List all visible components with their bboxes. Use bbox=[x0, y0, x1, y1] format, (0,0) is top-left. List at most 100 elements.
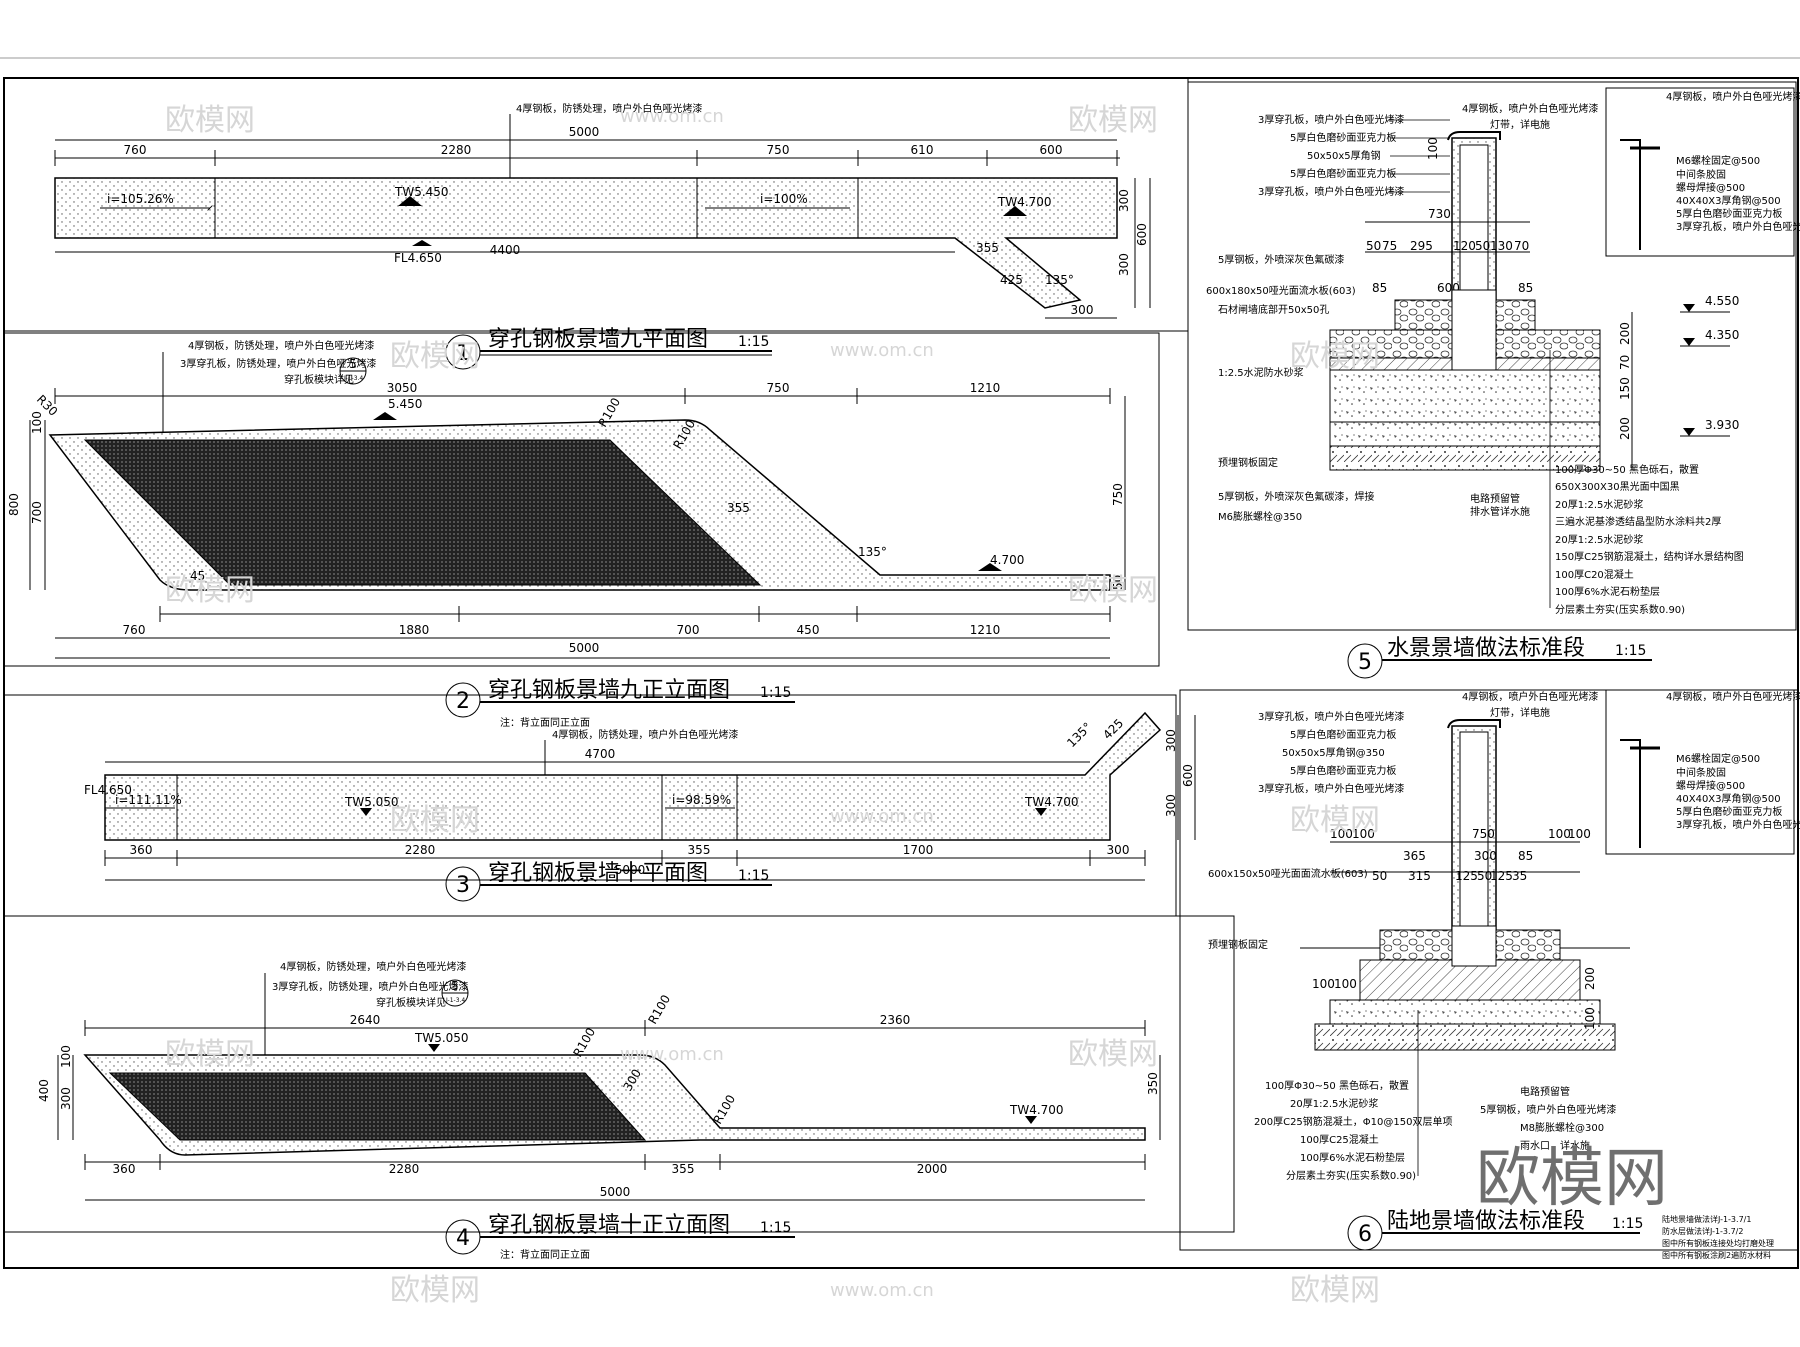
d4-dim-bottom-4: 2000 bbox=[917, 1162, 948, 1176]
watermark-site-5: www.om.cn bbox=[830, 1280, 934, 1301]
d2-dim-top-1: 3050 bbox=[387, 381, 418, 395]
d1-num: 1 bbox=[456, 341, 470, 366]
d6-mid-note-3: M8膨胀螺栓@300 bbox=[1520, 1121, 1604, 1134]
d5-vdim-1: 200 bbox=[1618, 322, 1632, 345]
d1-dim-top-1: 760 bbox=[124, 143, 147, 157]
drawing-1-plan-wall-9: 760 2280 750 610 600 5000 4厚钢板，防锈处理，喷户外白… bbox=[54, 102, 1151, 370]
d1-scale: 1:15 bbox=[738, 334, 769, 350]
d4-dim-top-1: 2640 bbox=[350, 1013, 381, 1027]
d6-bottom-note-3: 200厚C25钢筋混凝土，Φ10@150双层单项 bbox=[1254, 1115, 1452, 1128]
d1-slope-2: i=100% bbox=[760, 192, 808, 206]
d6-mid-note-1: 电路预留管 bbox=[1520, 1085, 1570, 1098]
d4-dim-bottom-3: 355 bbox=[672, 1162, 695, 1176]
d5-dim-85a: 85 bbox=[1372, 281, 1387, 295]
d6-left-note-7: 预埋钢板固定 bbox=[1208, 938, 1268, 951]
d2-dim-left-1: 100 bbox=[30, 411, 44, 434]
d1-angle: 135° bbox=[1045, 273, 1074, 287]
d4-num: 4 bbox=[456, 1226, 470, 1251]
d5-bottom-note-6: 150厚C25钢筋混凝土，结构详水景结构图 bbox=[1555, 550, 1744, 563]
d6-box-note-5: 40X40X3厚角钢@500 bbox=[1676, 792, 1781, 805]
watermark-brand-10: 欧模网 bbox=[1068, 1037, 1158, 1072]
d1-tw-1: TW5.450 bbox=[394, 185, 449, 199]
d6-box-note-2: M6螺栓固定@500 bbox=[1676, 752, 1760, 765]
d5-bottom-note-2: 650X300X30黑光面中国黑 bbox=[1555, 480, 1680, 493]
d5-left-note-7: 600x180x50哑光面流水板(603) bbox=[1206, 284, 1356, 297]
d1-note: 4厚钢板，防锈处理，喷户外白色哑光烤漆 bbox=[516, 102, 702, 115]
d2-dim-bottom-1: 760 bbox=[123, 623, 146, 637]
d6-mid-note-2: 5厚钢板，喷户外白色哑光烤漆 bbox=[1480, 1103, 1616, 1116]
d6-top-note-1: 4厚钢板，喷户外白色哑光烤漆 bbox=[1462, 690, 1598, 703]
big-brand-logo: 欧模网 bbox=[1476, 1142, 1668, 1216]
d1-slope-1: i=105.26% bbox=[107, 192, 174, 206]
d5-vdim-2: 70 bbox=[1618, 355, 1632, 370]
d2-num: 2 bbox=[456, 689, 470, 714]
d5-dim-75: 75 bbox=[1382, 239, 1397, 253]
d6-title: 陆地景墙做法标准段 bbox=[1387, 1209, 1585, 1234]
d3-dim-bottom-3: 355 bbox=[688, 843, 711, 857]
d1-fl: FL4.650 bbox=[394, 251, 442, 265]
footer-note-1: 陆地景墙做法详J-1-3.7/1 bbox=[1662, 1214, 1751, 1224]
d5-box-note-6: 5厚白色磨砂面亚克力板 bbox=[1676, 207, 1782, 220]
d1-dim-425: 425 bbox=[1000, 273, 1023, 287]
d2-dim-top-3: 1210 bbox=[970, 381, 1001, 395]
d5-left-note-11: 5厚钢板，外喷深灰色氟碳漆，焊接 bbox=[1218, 490, 1374, 503]
d5-level-1: 4.550 bbox=[1705, 294, 1739, 308]
d4-callout-num: 5 bbox=[451, 979, 459, 993]
d5-left-note-5: 3厚穿孔板，喷户外白色哑光烤漆 bbox=[1258, 185, 1404, 198]
watermark-site-4: www.om.cn bbox=[620, 1044, 724, 1065]
d4-dim-bottom-2: 2280 bbox=[389, 1162, 420, 1176]
d2-note-3: 穿孔板模块详见 bbox=[284, 373, 354, 386]
d2-dim-bottom-2: 1880 bbox=[399, 623, 430, 637]
watermark-site-2: www.om.cn bbox=[830, 340, 934, 361]
d6-vdim-3: 200 bbox=[1583, 967, 1597, 990]
d5-left-note-3: 50x50x5厚角钢 bbox=[1307, 149, 1381, 162]
d5-dim-85b: 85 bbox=[1518, 281, 1533, 295]
d4-note-3: 穿孔板模块详见 bbox=[376, 996, 446, 1009]
d1-dim-top-4: 610 bbox=[911, 143, 934, 157]
d6-left-note-2: 5厚白色磨砂面亚克力板 bbox=[1290, 728, 1396, 741]
d5-left-note-4: 5厚白色磨砂面亚克力板 bbox=[1290, 167, 1396, 180]
d2-callout-num: 5 bbox=[349, 357, 357, 371]
d2-scale: 1:15 bbox=[760, 685, 791, 701]
d1-dim-total: 5000 bbox=[569, 125, 600, 139]
d5-mid-note-2: 排水管详水施 bbox=[1470, 505, 1530, 518]
drawing-6-land-wall-section: 3厚穿孔板，喷户外白色哑光烤漆 5厚白色磨砂面亚克力板 50x50x5厚角钢@3… bbox=[1208, 689, 1800, 1260]
watermark-site-3: www.om.cn bbox=[830, 806, 934, 827]
d5-dim-100: 100 bbox=[1426, 137, 1440, 160]
d4-scale: 1:15 bbox=[760, 1220, 791, 1236]
watermark-brand-1: 欧模网 bbox=[165, 103, 255, 138]
d3-angle: 135° bbox=[1064, 720, 1094, 750]
d5-bottom-note-5: 20厚1:2.5水泥砂浆 bbox=[1555, 533, 1643, 546]
d4-note-1: 4厚钢板，防锈处理，喷户外白色哑光烤漆 bbox=[280, 960, 466, 973]
d4-dim-bottom-1: 360 bbox=[113, 1162, 136, 1176]
d5-level-3: 3.930 bbox=[1705, 418, 1739, 432]
d5-dim-70: 70 bbox=[1514, 239, 1529, 253]
d5-box-note-4: 螺母焊接@500 bbox=[1676, 181, 1745, 194]
d6-left-note-1: 3厚穿孔板，喷户外白色哑光烤漆 bbox=[1258, 710, 1404, 723]
d3-slope-1: i=111.11% bbox=[115, 793, 182, 807]
d6-bottom-note-6: 分层素土夯实(压实系数0.90) bbox=[1286, 1169, 1416, 1182]
d5-dim-295: 295 bbox=[1410, 239, 1433, 253]
d2-note-1: 4厚钢板，防锈处理，喷户外白色哑光烤漆 bbox=[188, 339, 374, 352]
d2-level-1: 5.450 bbox=[388, 397, 422, 411]
drawing-4-elevation-wall-10: 4厚钢板，防锈处理，喷户外白色哑光烤漆 3厚穿孔板，防锈处理，喷户外白色哑光烤漆… bbox=[37, 960, 1161, 1261]
d3-fl: FL4.650 bbox=[84, 783, 132, 797]
d5-box-note-7: 3厚穿孔板，喷户外白色哑光烤漆 bbox=[1676, 220, 1800, 233]
d3-scale: 1:15 bbox=[738, 868, 769, 884]
d6-dim-9: 50 bbox=[1477, 869, 1492, 883]
d2-dim-bottom-4: 450 bbox=[797, 623, 820, 637]
d2-title: 穿孔钢板景墙九正立面图 bbox=[488, 678, 730, 703]
d3-num: 3 bbox=[456, 873, 470, 898]
d5-vdim-3: 150 bbox=[1618, 377, 1632, 400]
d5-box-note-5: 40X40X3厚角钢@500 bbox=[1676, 194, 1781, 207]
d6-bottom-note-2: 20厚1:2.5水泥砂浆 bbox=[1290, 1097, 1378, 1110]
d6-num: 6 bbox=[1358, 1222, 1372, 1247]
d2-remark: 注：背立面同正立面 bbox=[500, 716, 590, 729]
footer-note-4: 图中所有钢板涂刷2遍防水材料 bbox=[1662, 1250, 1771, 1260]
d2-note-2: 3厚穿孔板，防锈处理，喷户外白色哑光烤漆 bbox=[180, 357, 376, 370]
d6-dim-14: 100 bbox=[1568, 827, 1591, 841]
d5-left-note-12: M6膨胀螺栓@350 bbox=[1218, 510, 1302, 523]
d4-dim-total: 5000 bbox=[600, 1185, 631, 1199]
d6-bottom-note-4: 100厚C25混凝土 bbox=[1300, 1133, 1379, 1146]
